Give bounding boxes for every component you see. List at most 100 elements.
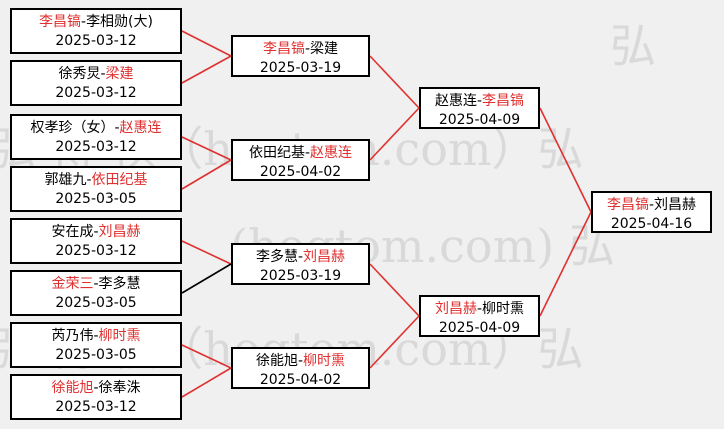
connector-r3-2 [539, 211, 592, 317]
match-players: 徐能旭-柳时熏 [233, 352, 368, 371]
player-separator: - [476, 93, 483, 109]
match-date: 2025-04-02 [259, 164, 342, 180]
match-players: 郭雄九-依田纪基 [12, 171, 180, 190]
player-separator: - [93, 224, 99, 240]
player-b: 李昌镐 [482, 93, 525, 109]
player-a: 李昌镐 [606, 197, 649, 213]
player-a: 郭雄九 [44, 172, 87, 188]
player-b: 赵惠连 [310, 145, 353, 161]
connector-r1-4 [181, 159, 232, 190]
match-players: 权孝珍（女）-赵惠连 [12, 119, 180, 138]
player-separator: - [304, 41, 311, 57]
player-separator: - [297, 353, 304, 369]
player-a: 赵惠连 [434, 93, 477, 109]
match-date: 2025-03-05 [55, 295, 137, 311]
match-players: 芮乃伟-柳时熏 [12, 327, 180, 346]
player-a: 安在成 [51, 224, 94, 240]
player-a: 李昌镐 [39, 14, 81, 30]
connector-r1-1 [181, 30, 232, 57]
connector-r1-3 [181, 136, 232, 161]
match-date: 2025-03-05 [55, 347, 137, 363]
match-players: 赵惠连-李昌镐 [421, 92, 538, 111]
match-date: 2025-03-12 [55, 399, 137, 415]
match-players: 刘昌赫-柳时熏 [421, 300, 538, 319]
player-b: 柳时熏 [482, 301, 525, 317]
player-b: 梁建 [105, 66, 134, 82]
match-date: 2025-04-09 [438, 112, 521, 128]
player-a: 金荣三 [51, 276, 94, 292]
player-b: 梁建 [310, 41, 339, 57]
match-players: 金荣三-李多慧 [12, 275, 180, 294]
player-b: 刘昌赫 [303, 249, 346, 265]
player-separator: - [476, 301, 483, 317]
connector-r1-8 [181, 367, 232, 398]
player-separator: - [93, 328, 99, 344]
match-date: 2025-04-09 [438, 320, 521, 336]
match-players: 依田纪基-赵惠连 [233, 144, 368, 163]
player-separator: - [297, 249, 304, 265]
player-separator: - [93, 380, 99, 396]
connector-r2-1 [369, 55, 420, 109]
match-players: 李昌镐-刘昌赫 [593, 196, 710, 215]
match-players: 李昌镐-李相勋(大) [12, 13, 180, 32]
connector-r2-2 [369, 107, 420, 161]
match-players: 徐秀炅-梁建 [12, 65, 180, 84]
connector-r1-6 [181, 263, 232, 294]
player-a: 徐能旭 [255, 353, 298, 369]
player-b: 李相勋(大) [86, 14, 153, 30]
connector-r2-3 [369, 263, 420, 317]
player-separator: - [304, 145, 311, 161]
player-b: 刘昌赫 [98, 224, 141, 240]
connector-r2-4 [369, 315, 420, 369]
player-separator: - [81, 14, 87, 30]
player-separator: - [100, 66, 106, 82]
player-a: 芮乃伟 [51, 328, 94, 344]
match-box-r1-1: 李昌镐-李相勋(大)2025-03-12 [10, 8, 182, 54]
match-players: 李昌镐-梁建 [233, 40, 368, 59]
player-separator: - [114, 120, 120, 136]
player-separator: - [648, 197, 655, 213]
match-date: 2025-03-12 [55, 85, 137, 101]
player-b: 柳时熏 [98, 328, 141, 344]
player-a: 权孝珍（女） [30, 120, 115, 136]
player-b: 刘昌赫 [654, 197, 697, 213]
match-date: 2025-03-05 [55, 191, 137, 207]
player-a: 刘昌赫 [434, 301, 477, 317]
player-a: 李昌镐 [262, 41, 305, 57]
match-date: 2025-03-12 [55, 139, 137, 155]
match-players: 安在成-刘昌赫 [12, 223, 180, 242]
player-a: 李多慧 [255, 249, 298, 265]
connector-r1-5 [181, 240, 232, 265]
match-date: 2025-03-19 [259, 268, 342, 284]
match-players: 李多慧-刘昌赫 [233, 248, 368, 267]
player-b: 李多慧 [98, 276, 141, 292]
player-separator: - [86, 172, 92, 188]
player-b: 柳时熏 [303, 353, 346, 369]
connector-r3-1 [539, 107, 592, 213]
player-b: 赵惠连 [119, 120, 162, 136]
match-date: 2025-03-12 [55, 33, 137, 49]
match-date: 2025-03-19 [259, 60, 342, 76]
match-players: 徐能旭-徐奉洙 [12, 379, 180, 398]
player-a: 依田纪基 [248, 145, 305, 161]
match-date: 2025-04-16 [610, 216, 693, 232]
connector-r1-7 [181, 344, 232, 369]
connector-r1-2 [181, 55, 232, 84]
player-b: 徐奉洙 [98, 380, 141, 396]
match-date: 2025-03-12 [55, 243, 137, 259]
